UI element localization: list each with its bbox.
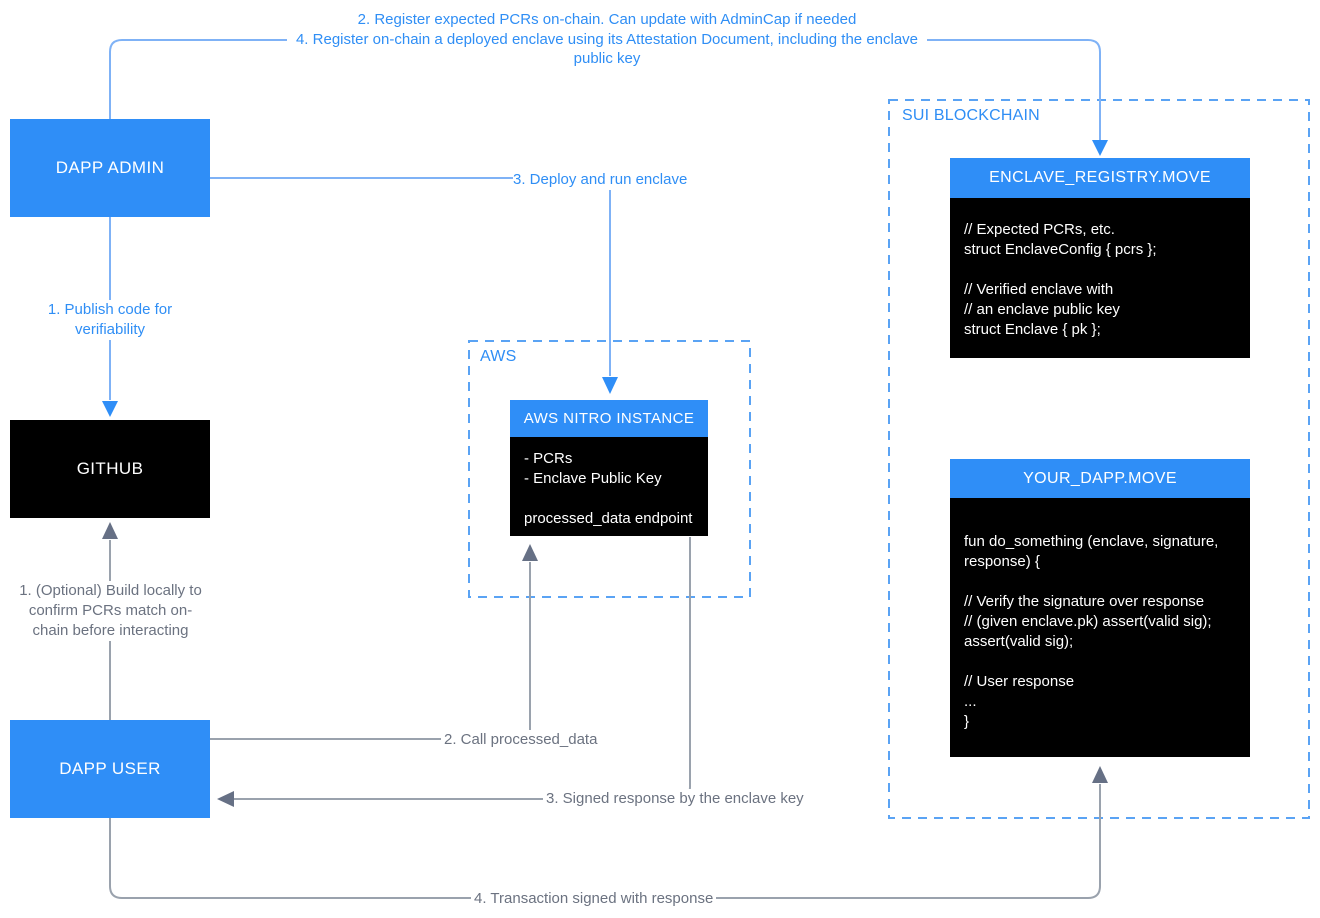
aws-zone-border xyxy=(468,340,751,598)
dapp-admin-label: DAPP ADMIN xyxy=(55,158,165,177)
aws-nitro-instance-title: AWS NITRO INSTANCE xyxy=(510,400,708,437)
edge-register-arrowhead xyxy=(1092,140,1108,156)
your-dapp-move-box: YOUR_DAPP.MOVE fun do_something (enclave… xyxy=(950,459,1250,757)
edge-signed-response-arrowhead xyxy=(217,791,234,807)
edge-label-transaction-signed: 4. Transaction signed with response xyxy=(471,889,717,909)
edge-label-publish: 1. Publish code for verifiability xyxy=(35,300,185,340)
aws-nitro-instance-box: AWS NITRO INSTANCE - PCRs - Enclave Publ… xyxy=(510,400,708,536)
sui-zone-label: SUI BLOCKCHAIN xyxy=(902,107,1040,124)
edge-label-deploy: 3. Deploy and run enclave xyxy=(513,170,688,190)
your-dapp-move-title: YOUR_DAPP.MOVE xyxy=(950,459,1250,498)
edge-transaction-arrowhead xyxy=(1092,766,1108,783)
edge-label-call-processed-data: 2. Call processed_data xyxy=(441,730,601,750)
edge-call-arrowhead xyxy=(522,544,538,561)
edge-label-optional-build: 1. (Optional) Build locally to confirm P… xyxy=(18,581,203,641)
github-node: GITHUB xyxy=(10,420,210,518)
your-dapp-move-body: fun do_something (enclave, signature, re… xyxy=(950,498,1250,757)
edge-signed-response-line xyxy=(234,537,691,800)
dapp-user-label: DAPP USER xyxy=(59,759,161,778)
enclave-registry-move-body: // Expected PCRs, etc. struct EnclaveCon… xyxy=(950,198,1250,358)
edge-label-signed-response: 3. Signed response by the enclave key xyxy=(543,789,807,809)
enclave-registry-move-title: ENCLAVE_REGISTRY.MOVE xyxy=(950,158,1250,198)
aws-zone-label: AWS xyxy=(480,348,517,365)
edge-publish-arrowhead xyxy=(102,401,118,417)
edge-call-line xyxy=(210,562,531,740)
enclave-registry-move-box: ENCLAVE_REGISTRY.MOVE // Expected PCRs, … xyxy=(950,158,1250,358)
dapp-user-node: DAPP USER xyxy=(10,720,210,818)
github-label: GITHUB xyxy=(76,459,144,478)
edge-label-register: 2. Register expected PCRs on-chain. Can … xyxy=(287,10,927,69)
edge-deploy-arrowhead xyxy=(602,377,618,394)
aws-nitro-instance-body: - PCRs - Enclave Public Key processed_da… xyxy=(510,437,708,536)
edge-optional-build-arrowhead xyxy=(102,522,118,539)
dapp-admin-node: DAPP ADMIN xyxy=(10,119,210,217)
edge-deploy-line xyxy=(210,177,611,376)
